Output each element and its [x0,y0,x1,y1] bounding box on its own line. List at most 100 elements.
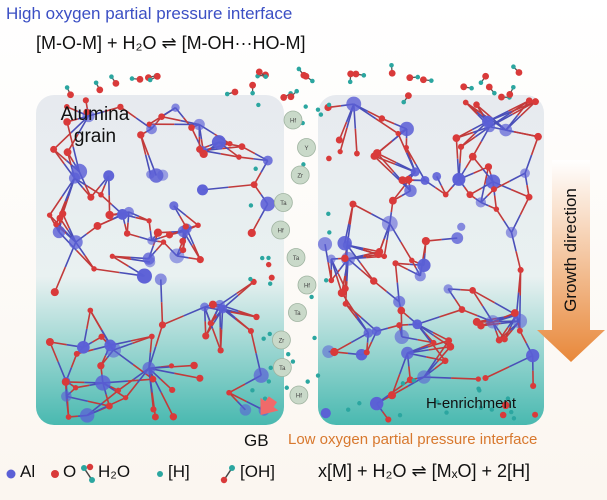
water-o [419,76,427,84]
h-atom [326,102,332,108]
o-atom [158,321,167,329]
bond [439,308,463,318]
o-atom [56,214,64,222]
water-h [263,74,268,79]
o-atom [381,253,388,260]
o-atom [97,362,105,370]
al-atom [475,197,487,208]
water-o [482,72,490,80]
bond [344,281,348,304]
h-atom [256,102,261,108]
al-atom [520,168,530,179]
h-atom [248,203,254,208]
o-atom [227,140,233,147]
gb-dopant-label: Hf [290,119,296,125]
grain-label-line1: Alumina [60,104,130,125]
atoms [45,96,542,423]
al-atom [326,254,336,264]
water-o [136,75,144,83]
h-enrichment-label: H-enrichment [426,395,517,412]
al-atom [414,270,426,282]
o-atom [188,124,195,131]
water-o [153,72,161,80]
o-atom [137,131,145,139]
water-h [250,90,255,96]
water-o [460,83,468,91]
legend-h2o-label: H₂O [98,462,131,481]
o-atom [160,239,167,245]
o-atom [50,145,58,153]
al-atom [401,346,414,360]
left-grain [36,95,284,425]
o-atom [93,222,102,230]
o-atom [404,176,413,184]
o-atom [146,218,152,224]
h-atom [301,162,306,167]
h-atom [262,396,268,401]
water-h [361,73,367,78]
gb-pointer-arrow [260,396,279,416]
water-o [485,83,493,91]
gb-dopant-label: Ta [294,311,301,317]
o-atom [182,223,189,230]
bond [228,183,255,189]
o-atom [208,300,217,309]
h-atom [260,255,265,261]
al-atom [346,96,362,112]
al-atom [420,175,430,185]
gb-label: GB [244,431,269,450]
water-h [93,80,99,86]
gb-dopant-atom [286,248,306,267]
o-atom [484,163,493,171]
o-atom [490,186,497,193]
o-atom [526,97,533,104]
bond [162,315,184,326]
o-atom [403,144,409,151]
al-atom [512,313,528,329]
o-atom [63,118,71,126]
o-atom [98,191,104,198]
al-atom [432,171,442,181]
o-atom [253,313,260,321]
grain-label-line2: grain [73,126,117,147]
o-atom [395,130,401,137]
gb-dopant-atom [273,193,293,212]
alumina-grain-label: Alumina grain [60,104,130,148]
o-atom [53,221,59,228]
bond [66,399,70,418]
al-atom [320,407,331,419]
h-atom [411,378,416,383]
al-atom [214,299,225,310]
h-atom [290,359,296,364]
o-atom [65,414,72,420]
bond [327,262,333,281]
o-atom [207,320,214,327]
gb-dopant-atom [272,330,291,350]
bond [54,266,67,293]
h-atom [444,410,449,415]
h-atom [326,211,331,217]
h-atom [268,365,273,371]
o-atom [117,103,124,111]
h-atom [248,276,253,282]
water-o [352,70,360,78]
o-atom [378,115,386,122]
o-atom [396,322,403,329]
o-atom [532,98,539,106]
gb-dopant-atom [289,385,309,405]
gb-dopant-atom [271,220,291,240]
o-atom [372,149,382,158]
bond [75,249,95,270]
o-atom [195,222,201,229]
o-atom [510,309,519,317]
bond [230,311,257,318]
al-atom [169,248,185,264]
o-atom [495,336,503,344]
o-atom [341,254,349,263]
water-o [347,70,355,78]
o-atom [468,152,477,161]
al-atom [363,328,374,338]
bond [405,147,417,165]
bond [228,392,247,403]
